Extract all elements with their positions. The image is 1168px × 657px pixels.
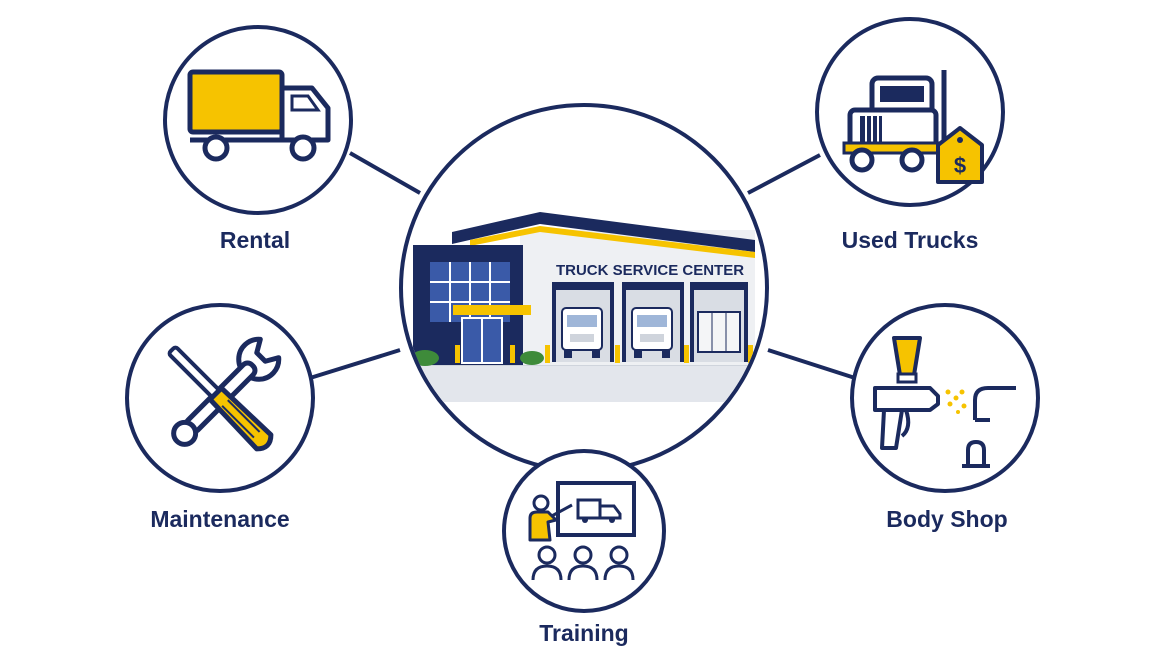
- wrench-screwdriver-icon: [167, 336, 282, 452]
- center-hub: TRUCK SERVICE CENTER: [399, 103, 769, 473]
- service-center-building-illustration: TRUCK SERVICE CENTER: [403, 212, 765, 402]
- service-training[interactable]: [502, 449, 666, 613]
- box-truck-icon: [187, 69, 331, 162]
- body-shop-label: Body Shop: [886, 506, 1008, 532]
- connector-used-trucks: [747, 153, 821, 195]
- connector-body-shop: [767, 348, 856, 380]
- used-trucks-label: Used Trucks: [841, 227, 979, 253]
- service-maintenance[interactable]: [125, 303, 315, 493]
- rental-label: Rental: [219, 227, 291, 253]
- truck-in-bay: [631, 307, 673, 358]
- service-body-shop[interactable]: [850, 303, 1040, 493]
- center-sign-text: TRUCK SERVICE CENTER: [556, 262, 744, 279]
- price-tag-symbol: $: [954, 153, 966, 178]
- trailer-in-bay: [697, 311, 741, 353]
- semi-truck-price-tag-icon: $: [842, 70, 984, 184]
- connector-rental: [349, 151, 421, 195]
- presentation-class-icon: [528, 481, 636, 581]
- spray-gun-icon: [873, 336, 1016, 468]
- truck-in-bay: [561, 307, 603, 358]
- connector-maintenance: [309, 348, 401, 380]
- maintenance-label: Maintenance: [150, 506, 290, 532]
- service-rental[interactable]: [163, 25, 353, 215]
- service-used-trucks[interactable]: $: [815, 17, 1005, 207]
- training-label: Training: [539, 620, 629, 646]
